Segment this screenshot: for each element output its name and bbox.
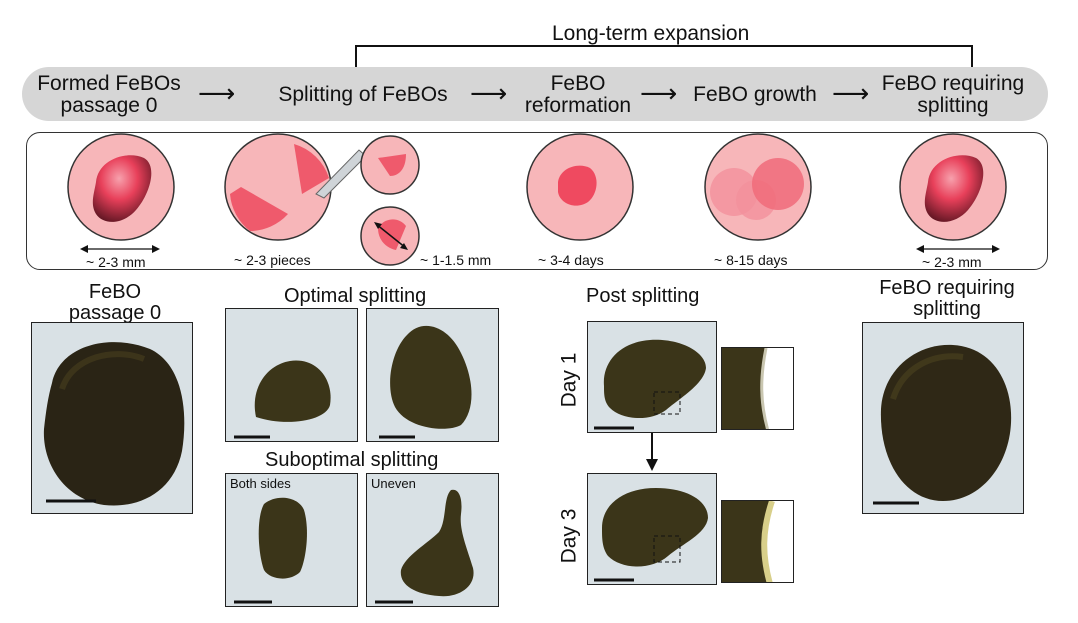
step-arrow-4: ⟶ bbox=[832, 78, 870, 108]
step-formed: Formed FeBOs passage 0 bbox=[37, 72, 181, 117]
requiring-title: FeBO requiring splitting bbox=[879, 277, 1015, 320]
day-arrow bbox=[646, 433, 658, 471]
tag-uneven: Uneven bbox=[371, 476, 416, 491]
suboptimal-title: Suboptimal splitting bbox=[265, 449, 439, 471]
step-arrow-3: ⟶ bbox=[640, 78, 678, 108]
label-size-end: ~ 2-3 mm bbox=[922, 254, 982, 270]
dish-piece-small-bottom bbox=[360, 206, 420, 266]
label-piece-size: ~ 1-1.5 mm bbox=[420, 252, 492, 268]
step-growth: FeBO growth bbox=[693, 83, 817, 106]
label-day1: Day 1 bbox=[557, 352, 581, 408]
dish-growth bbox=[704, 133, 812, 241]
label-size-start: ~ 2-3 mm bbox=[86, 254, 146, 270]
photo-suboptimal-right: Uneven bbox=[366, 473, 499, 607]
dish-reformation bbox=[526, 133, 634, 241]
dish-initial bbox=[67, 133, 175, 241]
post-title: Post splitting bbox=[586, 285, 700, 307]
label-reform-days: ~ 3-4 days bbox=[538, 252, 604, 268]
dish-piece-small-top bbox=[360, 135, 420, 195]
photo-day1-zoom bbox=[721, 347, 794, 430]
tag-both-sides: Both sides bbox=[230, 476, 291, 491]
dish-requiring bbox=[899, 133, 1007, 241]
step-arrow-2: ⟶ bbox=[470, 78, 508, 108]
step-reformation: FeBO reformation bbox=[524, 72, 632, 117]
label-growth-days: ~ 8-15 days bbox=[714, 252, 788, 268]
step-splitting: Splitting of FeBOs bbox=[278, 83, 448, 106]
photo-day3-zoom bbox=[721, 500, 794, 583]
dish-pieces bbox=[224, 133, 367, 241]
step-requiring: FeBO requiring splitting bbox=[881, 72, 1025, 117]
photo-day3 bbox=[587, 473, 717, 585]
photo-requiring bbox=[862, 322, 1024, 514]
loop-label: Long-term expansion bbox=[552, 22, 750, 45]
workflow-bar bbox=[22, 67, 1048, 121]
optimal-title: Optimal splitting bbox=[284, 285, 427, 307]
passage0-title: FeBO passage 0 bbox=[68, 281, 162, 324]
step-arrow-1: ⟶ bbox=[198, 78, 236, 108]
schematic-drawing bbox=[67, 133, 1007, 266]
size-arrow-right bbox=[916, 245, 1000, 253]
photo-passage0 bbox=[31, 322, 193, 514]
size-arrow-left bbox=[80, 245, 160, 253]
label-pieces: ~ 2-3 pieces bbox=[234, 252, 311, 268]
schematic-panel bbox=[26, 132, 1048, 270]
photo-optimal-left bbox=[225, 308, 358, 442]
label-day3: Day 3 bbox=[557, 508, 581, 564]
photo-optimal-right bbox=[366, 308, 499, 442]
photo-day1 bbox=[587, 321, 717, 433]
photo-suboptimal-left: Both sides bbox=[225, 473, 358, 607]
